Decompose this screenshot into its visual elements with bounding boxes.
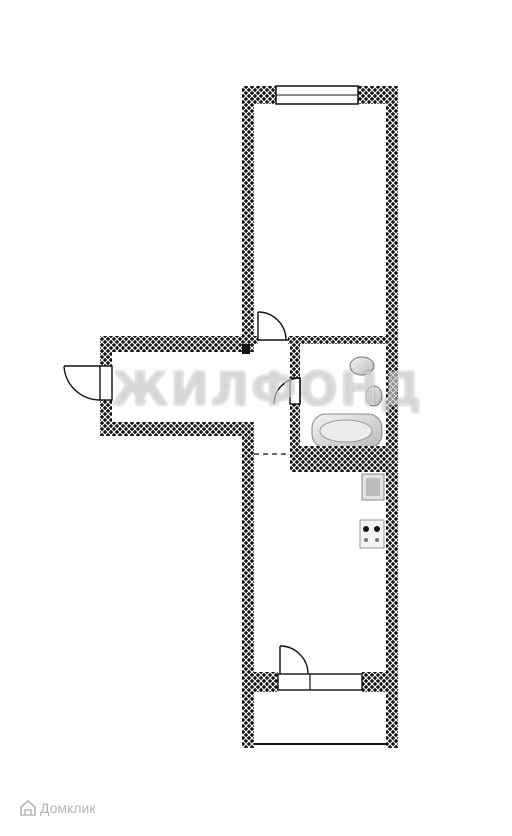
bathtub (311, 413, 383, 449)
room-1 (242, 85, 398, 344)
kitchen-sink (361, 473, 385, 501)
door (273, 377, 301, 405)
wall (100, 336, 254, 352)
wall (100, 422, 254, 436)
window (275, 85, 359, 105)
brand-logo: Домклик (20, 800, 95, 816)
toilet (365, 385, 383, 407)
wall (242, 672, 278, 692)
brand-name: Домклик (40, 800, 96, 816)
wall (242, 86, 254, 336)
wall (242, 692, 254, 748)
wall (362, 672, 398, 692)
wall (288, 336, 398, 344)
balcony-door-window (277, 673, 363, 691)
wall (386, 692, 398, 748)
wall (386, 344, 398, 472)
bathroom (273, 344, 398, 472)
door (257, 311, 288, 341)
wall (386, 86, 398, 344)
wall (242, 422, 254, 748)
stove (359, 519, 385, 549)
sink (349, 356, 375, 376)
kitchen (242, 472, 398, 748)
door (279, 645, 309, 675)
entrance-door (63, 365, 113, 401)
balcony (242, 692, 398, 748)
hallway (63, 336, 318, 748)
wall (358, 86, 398, 104)
wall (242, 86, 276, 104)
house-logo-icon (20, 800, 36, 816)
wall (100, 336, 112, 366)
